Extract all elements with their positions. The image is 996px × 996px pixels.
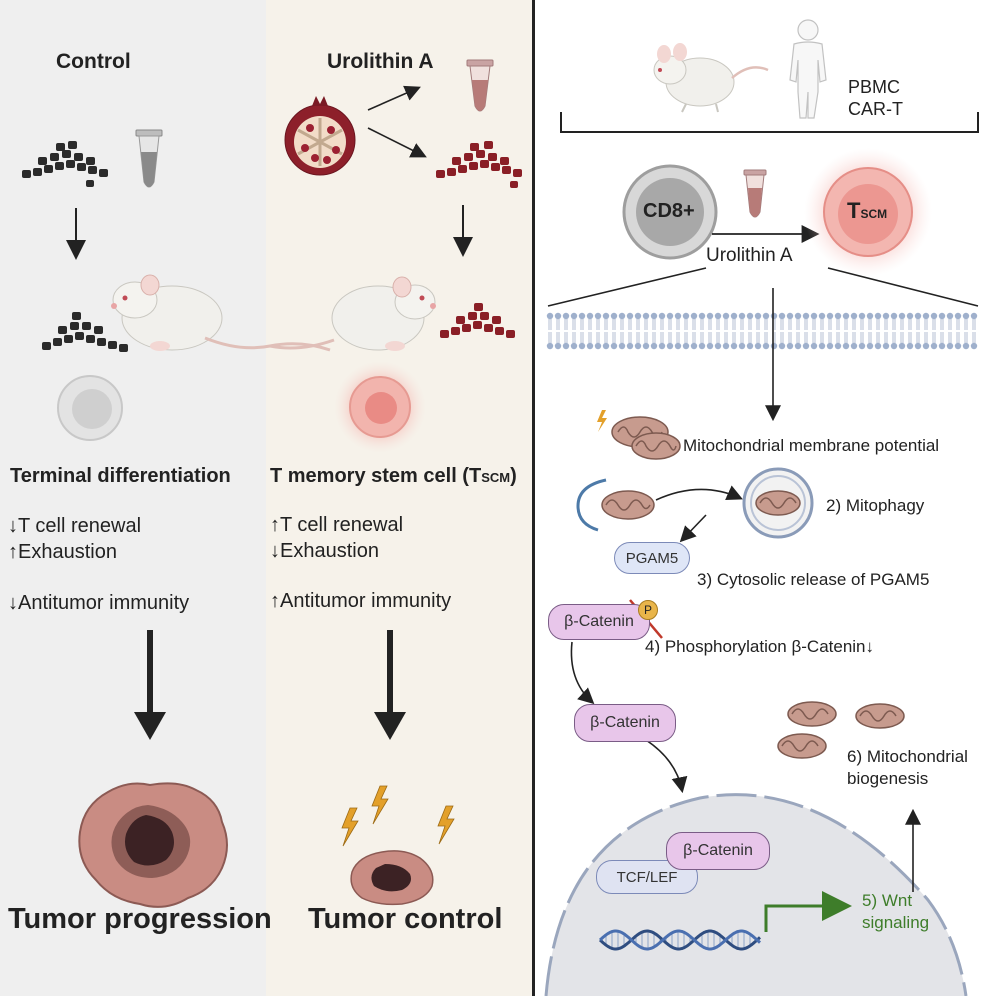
small-tumor <box>350 850 434 906</box>
urolithin-outcome: Tumor control <box>308 903 503 935</box>
nucleus <box>544 793 968 996</box>
urolithin-effect-2: ↓Exhaustion <box>270 540 379 562</box>
control-effect-2: ↑Exhaustion <box>8 541 117 563</box>
step-1-label: Mitochondrial membrane potential <box>683 436 940 455</box>
treatment-label: Urolithin A <box>706 245 793 266</box>
wnt-arrow <box>764 891 852 932</box>
dna-helix <box>598 929 762 951</box>
beta-catenin-phospho: β-Catenin <box>548 604 650 640</box>
control-tube <box>135 129 163 188</box>
urolithin-effect-1: ↑T cell renewal <box>270 514 404 536</box>
urolithin-mouse <box>269 276 436 351</box>
urolithin-pellets-top <box>436 141 522 188</box>
mitophagy-graphic <box>576 467 814 543</box>
step-4-label: 4) Phosphorylation β-Catenin↓ <box>645 637 875 656</box>
control-t-cell <box>57 375 123 441</box>
urolithin-effect-3: ↑Antitumor immunity <box>270 590 452 612</box>
pgam5-protein: PGAM5 <box>614 542 690 574</box>
mouse-icon <box>653 43 769 113</box>
mitochondria-biogenesis <box>777 701 905 759</box>
phosphate-badge: P <box>638 600 658 620</box>
step-3-label: 3) Cytosolic release of PGAM5 <box>697 570 930 589</box>
cd8-label: CD8+ <box>643 200 695 222</box>
human-icon <box>789 19 827 119</box>
control-mouse <box>111 274 331 352</box>
urolithin-pellets-bottom <box>440 303 515 338</box>
step-2-label: 2) Mitophagy <box>826 496 925 515</box>
urolithin-tube <box>466 59 494 112</box>
beta-catenin-free: β-Catenin <box>574 704 676 742</box>
control-outcome: Tumor progression <box>8 903 272 935</box>
sources-bracket <box>560 112 979 133</box>
tscm-cell-middle <box>334 361 426 453</box>
control-pellets-top <box>22 141 108 187</box>
control-pellets-bottom <box>42 312 128 352</box>
cell-membrane <box>546 312 978 350</box>
urolithin-subtitle: T memory stem cell (TSCM) <box>270 465 517 487</box>
mitochondria-step1 <box>597 410 681 460</box>
right-tube <box>743 169 767 218</box>
tscm-cell-right <box>804 148 932 276</box>
large-tumor <box>78 782 228 908</box>
panel-divider <box>532 0 535 996</box>
control-effect-1: ↓T cell renewal <box>8 515 142 537</box>
cd8-cell <box>622 164 718 260</box>
urolithin-title: Urolithin A <box>327 50 434 73</box>
lightning-icons <box>341 785 455 847</box>
beta-catenin-nuclear: β-Catenin <box>666 832 770 870</box>
tscm-label: TSCM <box>847 198 888 223</box>
control-title: Control <box>56 50 131 73</box>
pomegranate <box>284 96 356 176</box>
control-subtitle: Terminal differentiation <box>10 465 231 487</box>
control-effect-3: ↓Antitumor immunity <box>8 592 190 614</box>
